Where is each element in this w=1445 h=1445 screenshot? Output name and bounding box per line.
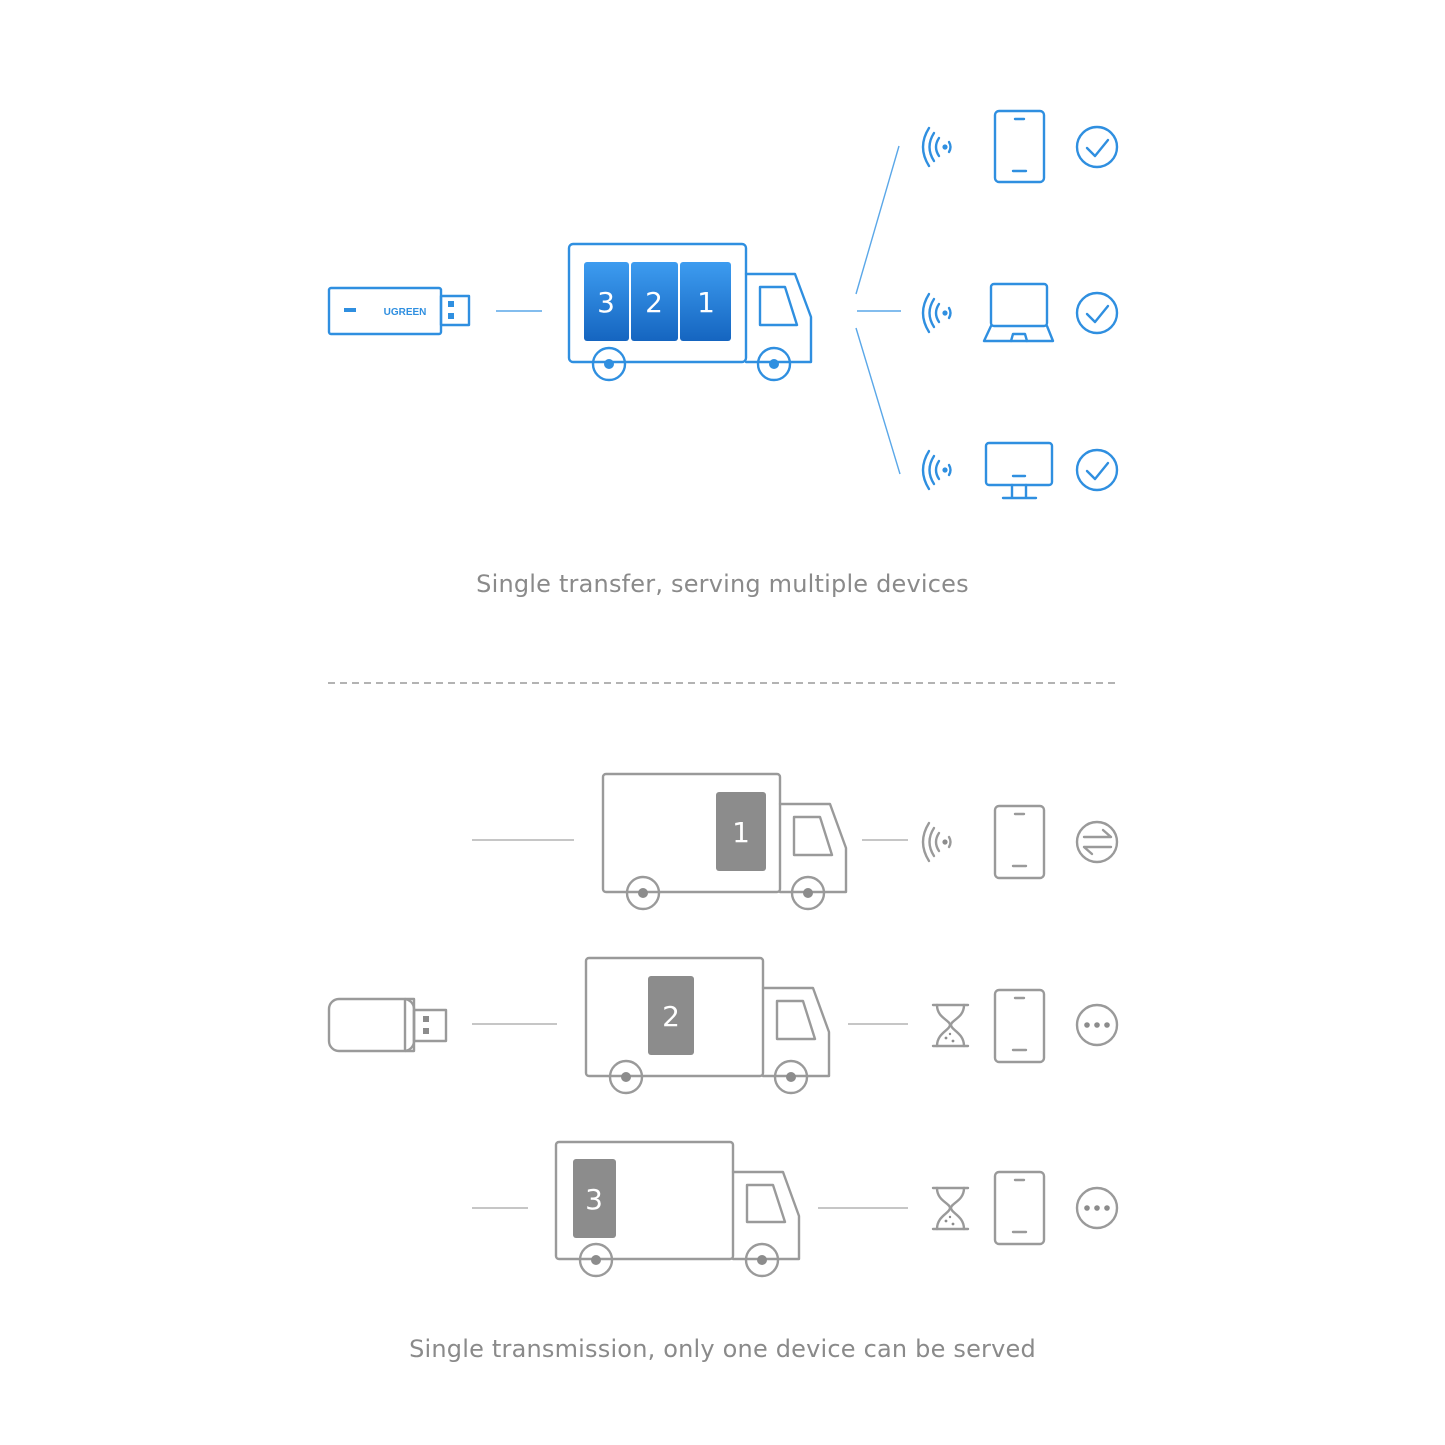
packet-block: 3 — [573, 1159, 616, 1238]
phone-icon — [993, 1170, 1046, 1246]
usb-dongle-icon — [327, 997, 448, 1053]
packet-label: 3 — [597, 286, 615, 319]
check-icon — [1075, 125, 1119, 169]
phone-icon — [993, 988, 1046, 1064]
check-icon — [1075, 291, 1119, 335]
caption-bottom: Single transmission, only one device can… — [409, 1335, 1036, 1363]
waiting-dots-icon — [1075, 1186, 1119, 1230]
waiting-dots-icon — [1075, 1003, 1119, 1047]
caption-top: Single transfer, serving multiple device… — [476, 570, 969, 598]
top-usb-dongle-icon: UGREEN — [327, 286, 471, 336]
hourglass-icon — [931, 1003, 970, 1048]
check-icon — [1075, 448, 1119, 492]
top-fanout-lines — [855, 145, 901, 475]
laptop-icon — [982, 282, 1055, 343]
usb-brand-label: UGREEN — [384, 307, 427, 318]
packet-block: 2 — [648, 976, 694, 1055]
top-truck-icon: 3 2 1 — [567, 242, 813, 382]
truck-icon: 1 — [601, 772, 848, 911]
wifi-signal-icon — [921, 292, 952, 334]
monitor-icon — [984, 441, 1054, 500]
transfer-icon — [1075, 820, 1119, 864]
packet-block: 1 — [716, 792, 766, 871]
truck-icon: 2 — [584, 956, 831, 1095]
packet-block: 1 — [680, 262, 731, 341]
wifi-signal-icon — [921, 449, 952, 491]
wifi-signal-icon — [921, 821, 952, 863]
wifi-signal-icon — [921, 126, 952, 168]
packet-label: 2 — [662, 1000, 680, 1033]
packet-block: 2 — [631, 262, 678, 341]
packet-label: 1 — [732, 816, 750, 849]
packet-label: 1 — [697, 286, 715, 319]
packet-label: 2 — [645, 286, 663, 319]
phone-icon — [993, 804, 1046, 880]
packet-block: 3 — [584, 262, 629, 341]
phone-icon — [993, 109, 1046, 184]
hourglass-icon — [931, 1186, 970, 1231]
truck-icon: 3 — [554, 1140, 801, 1278]
packet-label: 3 — [585, 1183, 603, 1216]
